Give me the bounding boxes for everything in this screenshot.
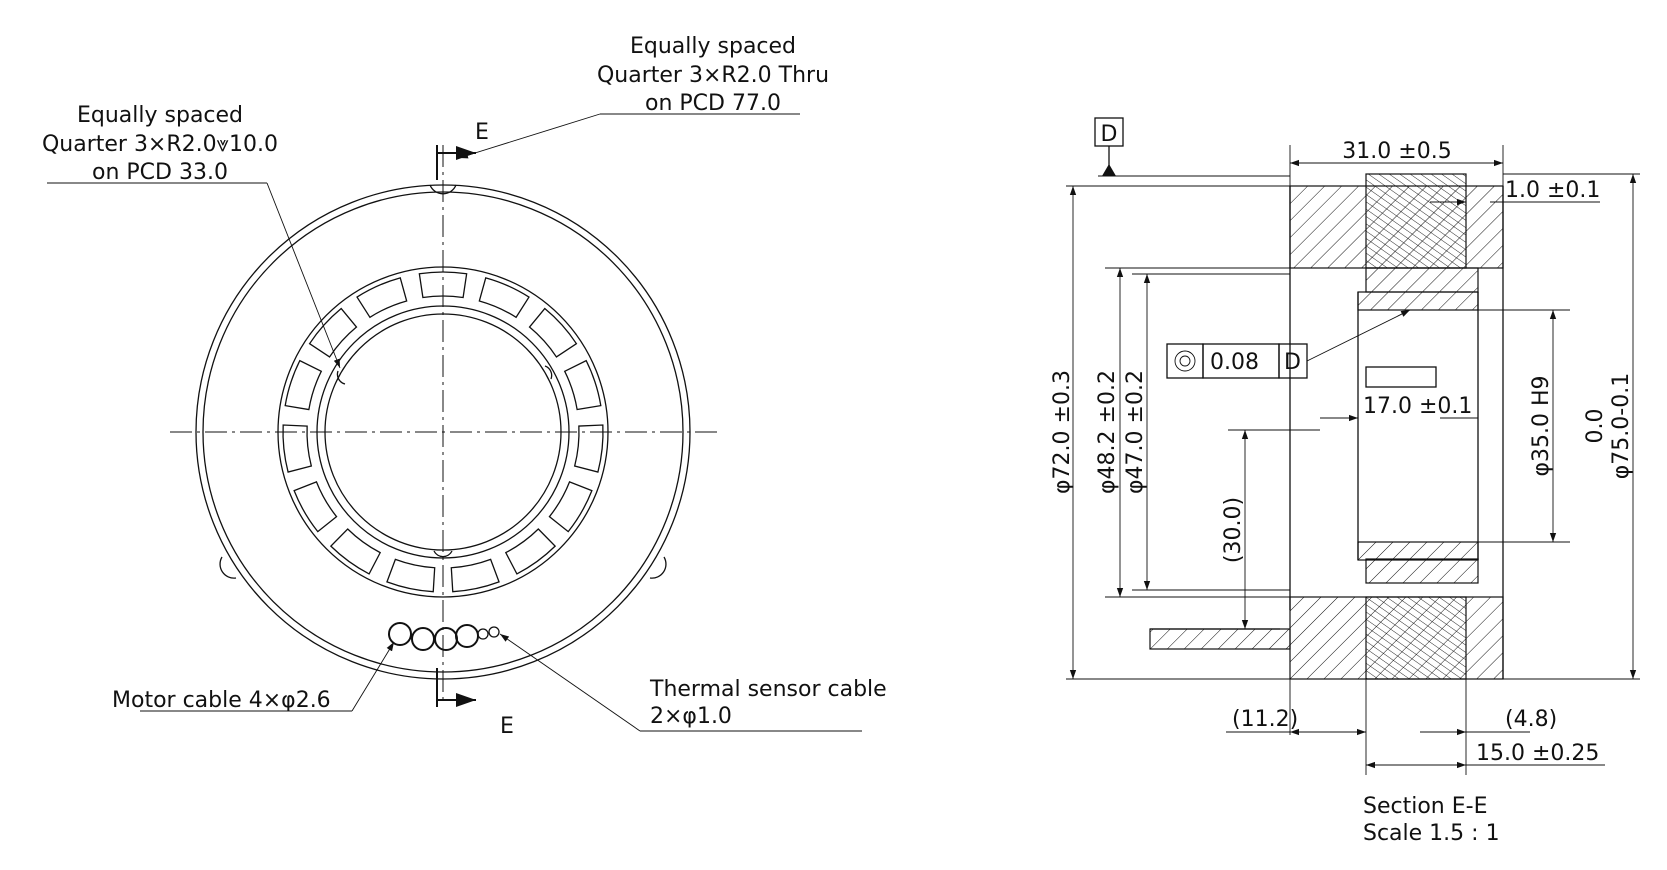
stator-tooth	[293, 481, 338, 533]
pcd33-callout: Equally spaced Quarter 3×R2.0⩔10.0 on PC…	[42, 103, 341, 369]
bore-dim-label: φ35.0 H9	[1529, 375, 1554, 476]
magnet-strip-top	[1357, 291, 1479, 311]
motor-cable-1	[388, 622, 412, 646]
motor-cable-label: Motor cable 4×φ2.6	[112, 688, 331, 713]
flange-dim-label: 1.0 ±0.1	[1505, 178, 1600, 203]
width-dim-label: 31.0 ±0.5	[1342, 139, 1451, 164]
thermal-cable-line-1: Thermal sensor cable	[649, 677, 887, 702]
stator-tooth	[329, 528, 382, 575]
outer-rim-circle	[195, 184, 691, 680]
stator-tooth	[573, 424, 604, 473]
stator-tooth	[563, 359, 602, 411]
stator-tooth	[478, 277, 530, 319]
thermal-cable-line-2: 2×φ1.0	[650, 704, 732, 729]
outer-body-circle	[202, 191, 684, 673]
stator-tooth	[450, 558, 500, 593]
front-view: E E Equally spaced Quarter 3×R2.0 Thru o…	[42, 34, 887, 739]
inner-notch-right	[544, 365, 553, 380]
stator-tooth	[356, 277, 408, 319]
stator-tooth	[284, 359, 323, 411]
cable-height-dim-label: (30.0)	[1221, 497, 1246, 563]
datum-triangle	[1102, 164, 1116, 176]
motor-cable-callout: Motor cable 4×φ2.6	[112, 641, 395, 713]
magnet-strip-bottom	[1357, 541, 1479, 561]
stator-tooth	[504, 528, 557, 575]
motor-cable-2	[411, 627, 435, 651]
section-caption-2: Scale 1.5 : 1	[1363, 821, 1500, 846]
bore-circle	[324, 313, 562, 551]
d482-dim-label: φ48.2 ±0.2	[1095, 370, 1120, 494]
stator-width-dim-label: 15.0 ±0.25	[1476, 741, 1599, 766]
bore-length-dim-label: 17.0 ±0.1	[1363, 394, 1472, 419]
pcd77-line-3: on PCD 77.0	[645, 91, 781, 116]
od75-upper-tol: 0.0	[1583, 409, 1608, 444]
rotor-top-ring	[1365, 267, 1479, 293]
section-mark-top: E	[436, 120, 489, 180]
rotor-ring-circle	[316, 305, 570, 559]
datum-label: D	[1101, 122, 1118, 147]
rim-notch-left	[219, 556, 237, 579]
stator-outer-circle	[277, 266, 609, 598]
od72-dim-label: φ72.0 ±0.3	[1050, 370, 1075, 494]
inner-notch-left	[336, 370, 346, 385]
stator-tooth	[418, 271, 468, 299]
section-caption-1: Section E-E	[1363, 794, 1487, 819]
winding-bottom	[1365, 596, 1467, 680]
stator-tooth	[386, 558, 436, 593]
stator-tooth	[282, 424, 313, 473]
od75-dim-label: φ75.0-0.1	[1609, 373, 1634, 479]
rim-notch-right	[649, 556, 667, 579]
stator-tooth	[548, 481, 593, 533]
right-offset-dim-label: (4.8)	[1505, 707, 1557, 732]
stator-teeth	[282, 271, 604, 593]
tolerance-datum: D	[1284, 350, 1301, 375]
winding-top	[1365, 173, 1467, 269]
pcd33-line-3: on PCD 33.0	[92, 160, 228, 185]
pcd77-line-1: Equally spaced	[630, 34, 796, 59]
section-label-bottom: E	[500, 714, 514, 739]
pcd77-callout: Equally spaced Quarter 3×R2.0 Thru on PC…	[458, 34, 829, 159]
motor-cable-4	[455, 624, 479, 648]
rotor-bottom-ring	[1365, 558, 1479, 584]
pcd33-line-1: Equally spaced	[77, 103, 243, 128]
tolerance-value: 0.08	[1210, 350, 1259, 375]
inner-notch-bottom	[433, 550, 453, 558]
thermal-cable-1	[477, 628, 489, 640]
pcd77-line-2: Quarter 3×R2.0 Thru	[597, 63, 829, 88]
rim-notch-top	[429, 184, 457, 195]
thermal-cable-2	[488, 626, 500, 638]
section-label-top: E	[475, 120, 489, 145]
concentricity-frame: 0.08 D	[1166, 309, 1411, 379]
motor-cable-3	[434, 627, 458, 651]
stator-tooth	[528, 307, 578, 358]
section-mark-bottom: E	[436, 668, 514, 739]
section-view: D	[1050, 117, 1640, 846]
cable-exit	[1149, 628, 1291, 650]
thermal-cable-callout: Thermal sensor cable 2×φ1.0	[499, 633, 887, 732]
stator-tooth	[308, 307, 358, 358]
key-slot	[1365, 366, 1437, 388]
left-offset-dim-label: (11.2)	[1232, 707, 1298, 732]
motor-cable-bundle	[388, 622, 500, 651]
d470-dim-label: φ47.0 ±0.2	[1123, 370, 1148, 494]
pcd33-line-2: Quarter 3×R2.0⩔10.0	[42, 132, 278, 157]
